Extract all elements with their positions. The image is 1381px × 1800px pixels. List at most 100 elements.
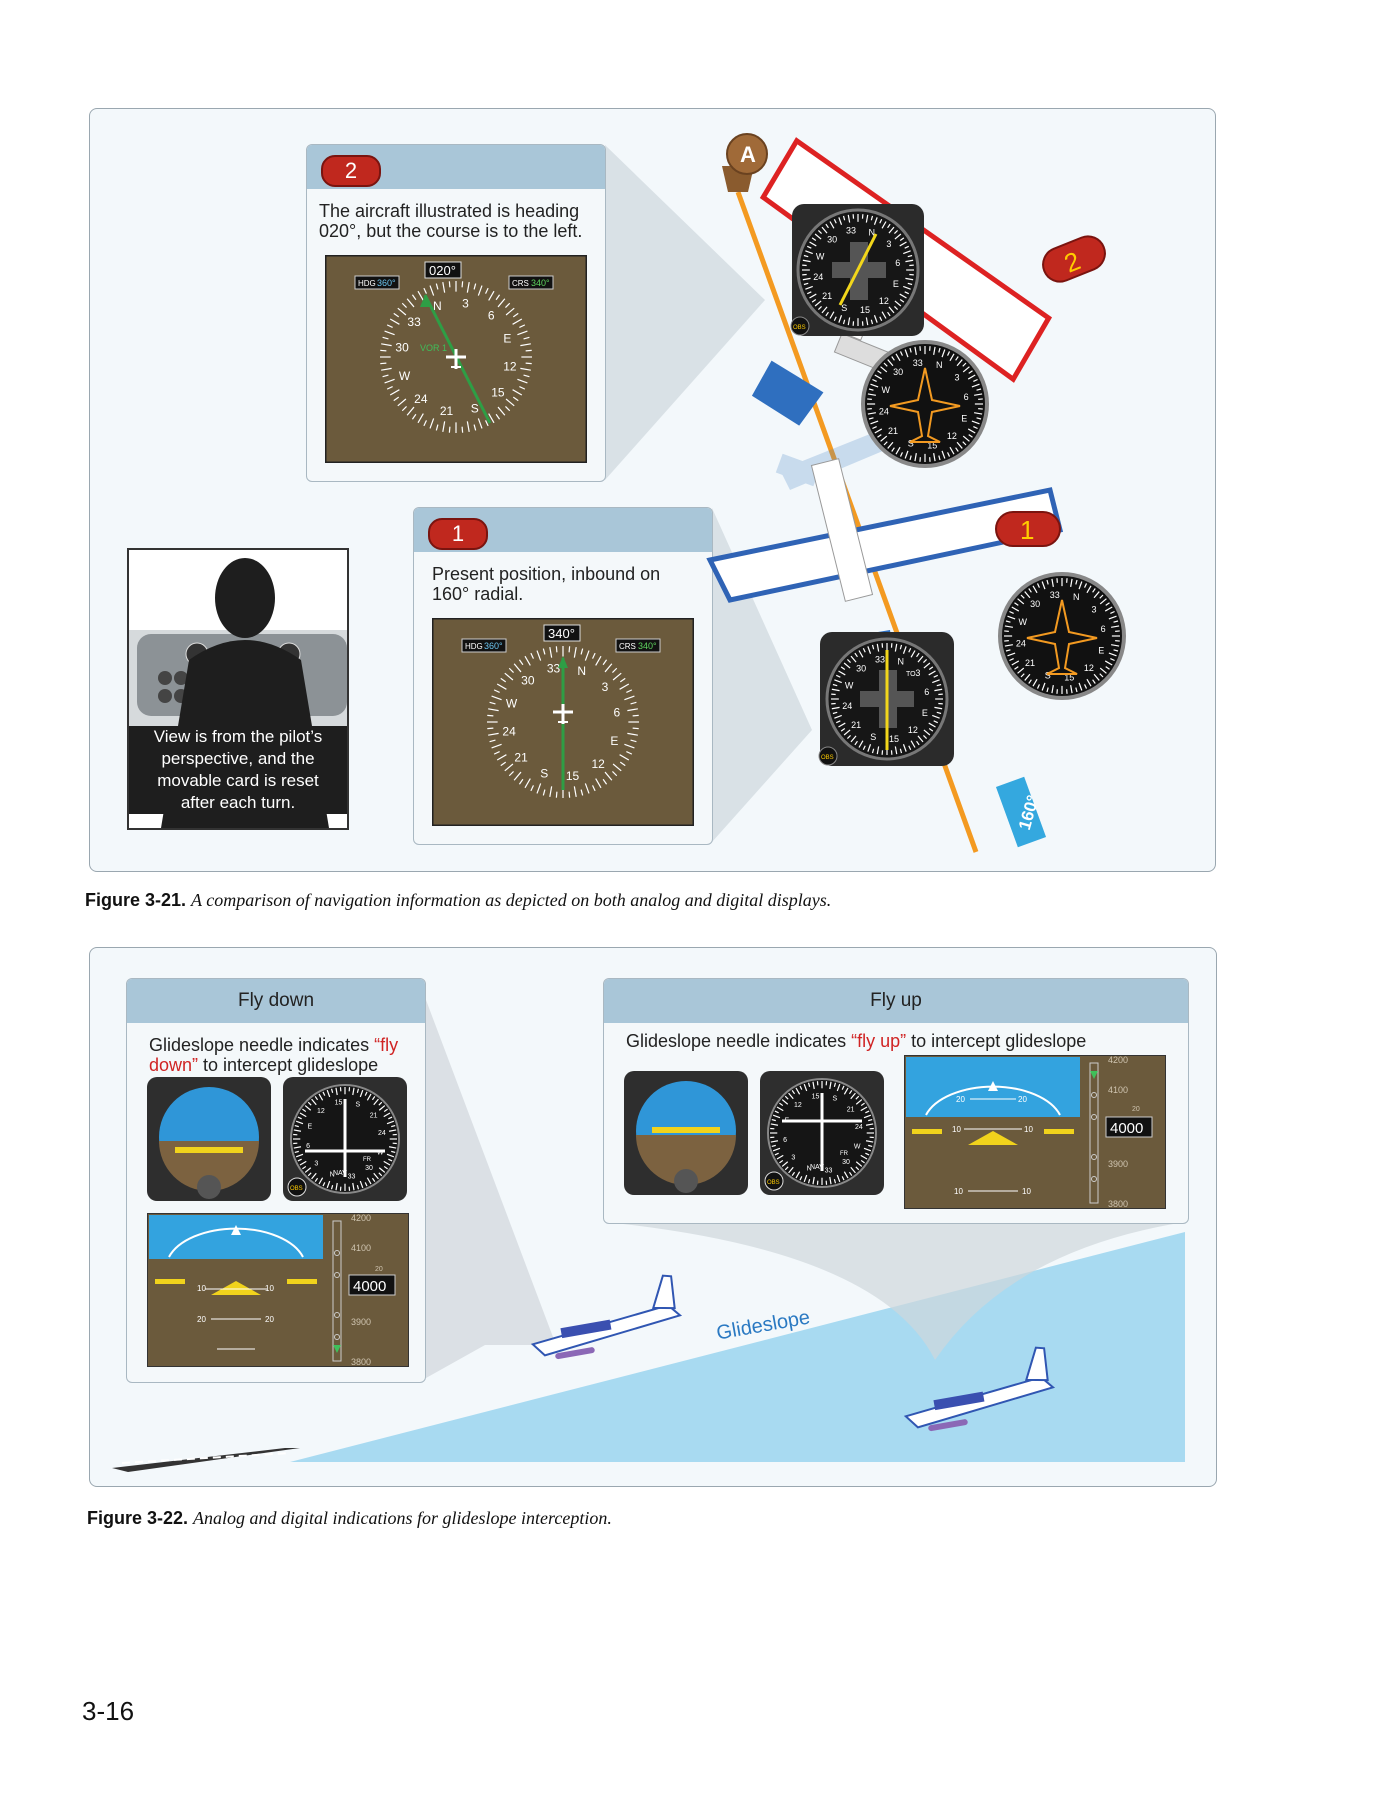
compass-label: N — [807, 1166, 812, 1173]
compass-tick — [573, 786, 577, 797]
compass-tick — [619, 754, 630, 761]
compass-tick — [833, 1082, 837, 1087]
compass-tick — [380, 349, 387, 352]
compass-tick — [854, 652, 858, 658]
compass-tick — [836, 1174, 841, 1183]
compass-tick — [880, 366, 888, 373]
compass-tick — [776, 1154, 784, 1160]
compass-tick — [850, 655, 857, 663]
compass-tick — [805, 285, 813, 290]
compass-tick — [573, 647, 577, 658]
compass-tick — [855, 1099, 863, 1105]
compass-label: W — [377, 1149, 384, 1156]
compass-tick — [867, 744, 872, 752]
compass-tick — [956, 359, 963, 367]
compass-label: 3 — [791, 1155, 795, 1162]
compass-tick — [1014, 666, 1019, 670]
compass-label: 33 — [1050, 590, 1060, 600]
compass-tick — [838, 722, 846, 728]
compass-tick — [876, 746, 880, 755]
compass-tick — [523, 374, 530, 378]
compass-tick — [326, 1180, 331, 1189]
compass-tick — [523, 336, 530, 340]
compass-tick — [388, 1158, 393, 1162]
compass-tick — [832, 711, 838, 715]
compass-tick — [905, 259, 914, 263]
compass-tick — [806, 245, 812, 249]
compass-tick — [505, 302, 511, 308]
compass-tick — [923, 662, 931, 669]
compass-tick — [380, 362, 387, 365]
compass-tick — [847, 214, 851, 223]
compass-tick — [872, 378, 877, 382]
compass-tick — [1092, 588, 1096, 593]
compass-label: 12 — [591, 757, 605, 771]
compass-tick — [624, 695, 635, 701]
compass-tick — [488, 413, 495, 424]
compass-tick — [803, 1083, 808, 1092]
compass-tick — [872, 426, 877, 430]
compass-tick — [781, 1099, 789, 1105]
compass-tick — [1051, 685, 1054, 694]
compass-tick — [318, 1177, 324, 1185]
compass-tick — [619, 761, 626, 767]
aircraft-below-glideslope — [903, 1346, 1056, 1432]
svg-text:CRS: CRS — [512, 279, 529, 288]
compass-tick — [352, 1182, 355, 1191]
compass-tick — [917, 735, 924, 743]
svg-text:10: 10 — [952, 1125, 961, 1134]
compass-label: 30 — [395, 341, 409, 355]
fly-up-panel: Fly up Glideslope needle indicates “fly … — [603, 978, 1189, 1224]
compass-tick — [843, 662, 851, 669]
compass-tick — [330, 1185, 334, 1190]
compass-tick — [974, 412, 983, 415]
compass-tick — [821, 306, 828, 314]
compass-tick — [389, 318, 400, 325]
compass-tick — [612, 667, 618, 673]
compass-tick — [791, 1171, 796, 1176]
compass-tick — [1070, 578, 1073, 587]
compass-tick — [307, 1101, 312, 1106]
compass-tick — [774, 1152, 779, 1156]
svg-text:340°: 340° — [531, 278, 550, 288]
compass-tick — [881, 221, 887, 229]
compass-tick — [895, 446, 901, 455]
compass-tick — [487, 714, 494, 717]
compass-tick — [891, 447, 895, 452]
aircraft-above-glideslope — [530, 1274, 683, 1360]
compass-tick — [888, 226, 895, 234]
compass-tick — [497, 406, 506, 416]
compass-tick — [512, 312, 519, 318]
svg-text:4200: 4200 — [351, 1213, 371, 1223]
compass-tick — [393, 312, 400, 318]
compass-tick — [307, 1172, 312, 1177]
compass-tick — [568, 646, 571, 653]
compass-tick — [910, 650, 916, 658]
compass-tick — [917, 655, 924, 663]
fly-down-title: Fly down — [127, 979, 425, 1023]
compass-tick — [809, 293, 817, 299]
compass-tick — [904, 245, 910, 249]
svg-text:020°: 020° — [429, 263, 456, 278]
compass-tick — [397, 307, 407, 316]
compass-label: E — [610, 734, 618, 748]
compass-tick — [359, 1089, 364, 1098]
compass-tick — [1093, 591, 1100, 599]
compass-label: 21 — [888, 426, 898, 436]
compass-tick — [967, 374, 976, 380]
compass-tick — [894, 229, 899, 234]
compass-tick — [1078, 581, 1083, 590]
compass-tick — [389, 389, 400, 396]
compass-tick — [833, 218, 837, 224]
compass-tick — [871, 748, 875, 754]
compass-tick — [519, 324, 526, 328]
aircraft-symbol-1 — [553, 704, 573, 724]
compass-tick — [524, 655, 531, 666]
compass-label: 3 — [314, 1161, 318, 1168]
compass-tick — [322, 1091, 326, 1096]
compass-tick — [461, 426, 464, 433]
compass-tick — [442, 282, 446, 293]
compass-tick — [847, 317, 851, 326]
